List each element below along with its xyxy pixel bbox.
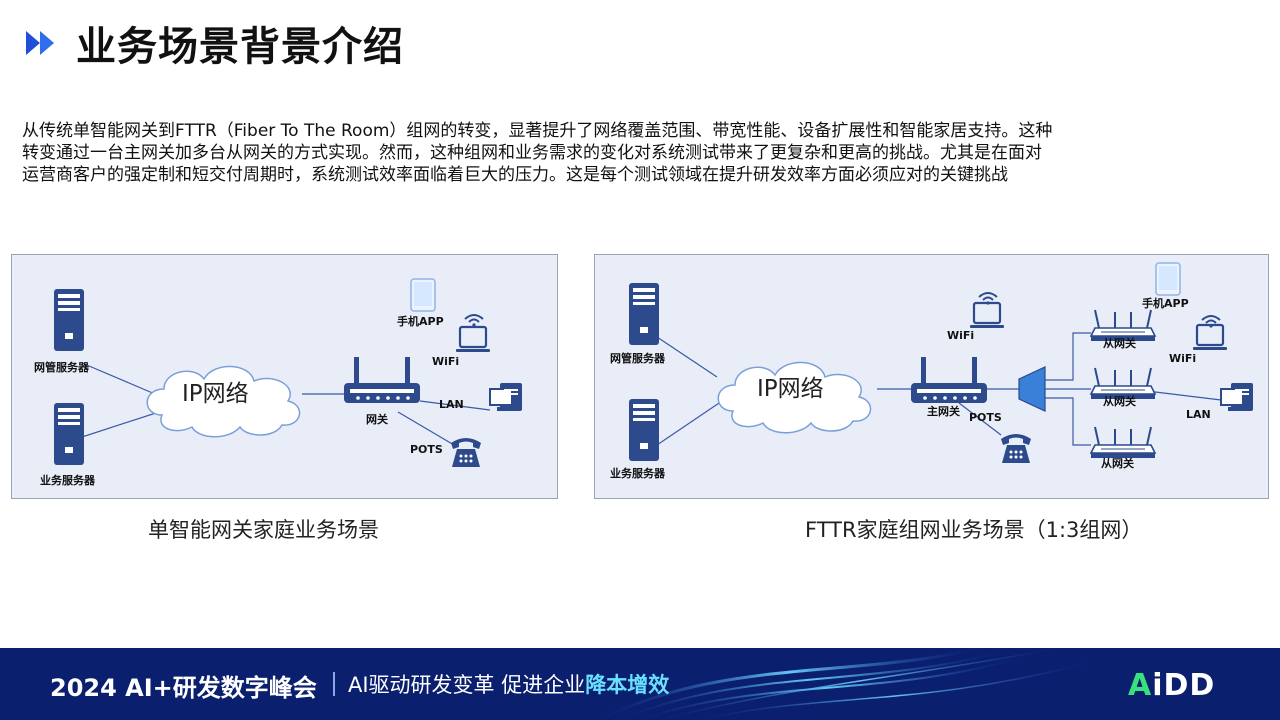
footer-banner: 2024 AI+研发数字峰会 AI驱动研发变革 促进企业降本增效 AiDD [0, 648, 1280, 720]
wifi-label: WiFi [1169, 352, 1196, 365]
service-server-icon [629, 399, 659, 461]
intro-line: 运营商客户的强定制和短交付周期时，系统测试效率面临着巨大的压力。这是每个测试领域… [22, 165, 1008, 185]
tablet-icon [1155, 262, 1181, 296]
slave-router-icon [1090, 426, 1156, 459]
aidd-logo: AiDD [1128, 668, 1215, 703]
service-server-label: 业务服务器 [610, 466, 666, 480]
slave-gateway-label: 从网关 [1101, 456, 1134, 470]
tablet-icon [410, 278, 436, 312]
light-streak-decoration [0, 648, 1280, 720]
wifi-label: WiFi [947, 329, 974, 342]
telephone-icon [451, 438, 481, 467]
nms-server-icon [629, 283, 659, 345]
laptop-icon [1191, 323, 1229, 352]
single-gateway-diagram-svg: 网管服务器 业务服务器 IP网络 网关 手机APP WiFi LAN POTS [34, 278, 523, 487]
logo-rest: iDD [1152, 668, 1216, 703]
slave-gateway-label: 从网关 [1103, 336, 1136, 350]
footer-divider [333, 672, 335, 696]
wifi-label: WiFi [432, 355, 459, 368]
laptop-icon [454, 325, 492, 354]
laptop-icon [968, 301, 1006, 330]
service-server-icon [54, 403, 84, 465]
desktop-icon [489, 382, 523, 412]
event-slogan: AI驱动研发变革 促进企业降本增效 [348, 669, 669, 699]
main-router-icon [911, 357, 987, 403]
nms-server-label: 网管服务器 [34, 360, 90, 374]
fttr-diagram: 网管服务器 业务服务器 IP网络 主网关 POTS WiFi 从网关 从网关 从… [594, 254, 1269, 499]
service-server-label: 业务服务器 [40, 473, 96, 487]
nms-server-label: 网管服务器 [610, 351, 666, 365]
main-gateway-label: 主网关 [927, 404, 960, 418]
gateway-label: 网关 [366, 412, 388, 426]
slave-gateway-label: 从网关 [1103, 394, 1136, 408]
nms-server-icon [54, 289, 84, 351]
event-name: 2024 AI+研发数字峰会 [50, 674, 317, 702]
right-diagram-caption: FTTR家庭组网业务场景（1:3组网） [805, 518, 1143, 542]
pots-label: POTS [969, 411, 1002, 424]
ip-network-label: IP网络 [182, 381, 249, 407]
fiber-splitter-icon [1018, 366, 1046, 412]
slogan-text: AI驱动研发变革 促进企业 [348, 673, 586, 697]
slogan-highlight: 降本增效 [585, 673, 670, 697]
fttr-diagram-svg: 网管服务器 业务服务器 IP网络 主网关 POTS WiFi 从网关 从网关 从… [610, 262, 1254, 480]
left-diagram-caption: 单智能网关家庭业务场景 [148, 518, 379, 542]
intro-line: 转变通过一台主网关加多台从网关的方式实现。然而，这种组网和业务需求的变化对系统测… [22, 143, 1042, 163]
intro-paragraph: 从传统单智能网关到FTTR（Fiber To The Room）组网的转变，显著… [22, 120, 1152, 186]
wifi-icon [464, 314, 484, 328]
logo-a: A [1128, 668, 1153, 703]
router-icon [344, 357, 420, 403]
phone-app-label: 手机APP [1142, 296, 1189, 310]
intro-line: 从传统单智能网关到FTTR（Fiber To The Room）组网的转变，显著… [22, 121, 1053, 141]
telephone-icon [1001, 434, 1031, 463]
double-chevron-icon [26, 31, 54, 55]
lan-label: LAN [439, 398, 464, 411]
desktop-icon [1220, 382, 1254, 412]
ip-network-label: IP网络 [757, 376, 824, 402]
page-title: 业务场景背景介绍 [76, 24, 404, 70]
single-gateway-diagram: 网管服务器 业务服务器 IP网络 网关 手机APP WiFi LAN POTS [11, 254, 558, 499]
title-bar: 业务场景背景介绍 [26, 18, 404, 70]
phone-app-label: 手机APP [397, 314, 444, 328]
pots-label: POTS [410, 443, 443, 456]
lan-label: LAN [1186, 408, 1211, 421]
